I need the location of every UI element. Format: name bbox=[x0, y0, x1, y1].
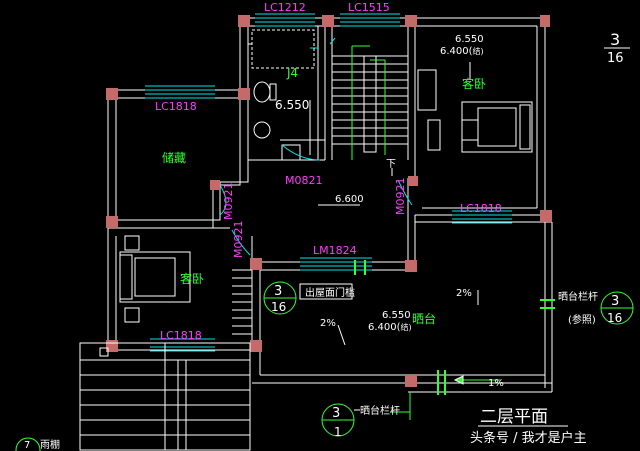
svg-text:3: 3 bbox=[274, 284, 282, 299]
room-balcony: 晒台 bbox=[412, 311, 436, 326]
bed-right bbox=[417, 62, 533, 153]
slope-balcony-right: 2% bbox=[456, 288, 472, 299]
bed-left bbox=[119, 235, 191, 323]
ref-bubble-right: 3 16 bbox=[600, 291, 634, 325]
ref-bubble-bottom: 3 1 bbox=[321, 403, 360, 439]
label-lc1212: LC1212 bbox=[264, 1, 306, 14]
label-m0921-right: M0921 bbox=[394, 178, 407, 216]
label-lc1515: LC1515 bbox=[348, 1, 390, 14]
ref-bubble-corner: 7 bbox=[15, 437, 41, 451]
label-stair-down: 下 bbox=[386, 159, 396, 170]
room-bedroom-left: 客卧 bbox=[180, 271, 204, 286]
storage-hatch bbox=[232, 269, 252, 335]
door-swings bbox=[219, 144, 413, 256]
label-lm1824: LM1824 bbox=[313, 244, 357, 257]
label-canopy: 雨棚 bbox=[40, 438, 60, 451]
label-railing-ref: (参照) bbox=[568, 313, 596, 326]
room-storage: 储藏 bbox=[162, 150, 186, 165]
svg-text:16: 16 bbox=[607, 311, 622, 325]
label-railing-bottom: 晒台栏杆 bbox=[360, 404, 400, 417]
label-railing-right: 晒台栏杆 bbox=[558, 290, 598, 303]
elev-6400-balcony: 6.400(结) bbox=[368, 322, 412, 333]
label-lc1818-left-bedroom: LC1818 bbox=[160, 329, 202, 342]
stairs bbox=[309, 45, 408, 160]
label-m0921-upper: M0921 bbox=[222, 183, 235, 221]
room-bedroom-right: 客卧 bbox=[462, 76, 486, 91]
label-m0821: M0821 bbox=[285, 174, 323, 187]
bath-fixtures bbox=[248, 29, 315, 161]
slope-arrows bbox=[337, 168, 500, 385]
slope-balcony-bottom: 1% bbox=[488, 378, 504, 389]
svg-text:7: 7 bbox=[24, 440, 30, 451]
label-lc1818-bedroom: LC1818 bbox=[460, 202, 502, 215]
elev-6550-wc: 6.550 bbox=[275, 98, 309, 112]
svg-text:16: 16 bbox=[607, 51, 624, 66]
railings bbox=[354, 260, 555, 420]
svg-text:16: 16 bbox=[271, 300, 286, 314]
svg-text:3: 3 bbox=[611, 294, 619, 309]
slope-balcony-left: 2% bbox=[320, 318, 336, 329]
drawing-title: 二层平面 bbox=[480, 407, 548, 427]
label-m0921-lower: M0921 bbox=[232, 221, 245, 259]
elev-6600: 6.600 bbox=[335, 194, 364, 205]
svg-text:3: 3 bbox=[332, 406, 340, 421]
svg-text:3: 3 bbox=[610, 30, 620, 49]
canopy-area bbox=[79, 342, 251, 451]
svg-text:1: 1 bbox=[334, 425, 342, 439]
exit-door-box bbox=[299, 283, 353, 300]
elev-6550-balcony: 6.550 bbox=[382, 310, 411, 321]
label-j4: J4 bbox=[286, 66, 298, 80]
ref-bubble-middle: 3 16 bbox=[263, 281, 297, 315]
label-exit-door: 出屋面门槛 bbox=[305, 286, 355, 299]
ref-bubble-top: 3 16 bbox=[604, 30, 630, 66]
watermark: 头条号 / 我才是户主 bbox=[470, 430, 587, 446]
label-lc1818-storage: LC1818 bbox=[155, 100, 197, 113]
elev-6550-top: 6.550 bbox=[455, 34, 484, 45]
windows bbox=[145, 13, 512, 352]
elev-6400-top: 6.400(结) bbox=[440, 46, 484, 57]
